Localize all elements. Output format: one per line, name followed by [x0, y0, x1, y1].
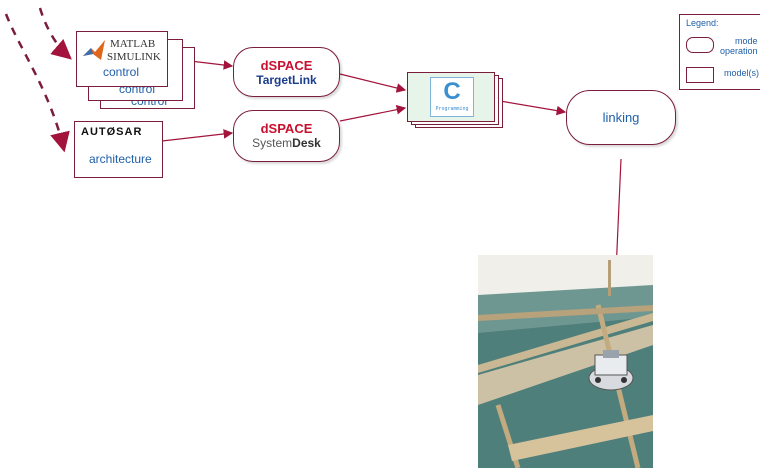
legend-operation-label: mode operation	[720, 36, 758, 56]
arrow-autosar-to-systemdesk	[161, 129, 234, 142]
dashed-arrow-1	[4, 13, 70, 153]
c-caption: Programming	[435, 106, 469, 112]
legend-operation-shape	[686, 37, 714, 53]
control-label: control	[103, 65, 140, 79]
systemdesk-product-a: System	[252, 136, 293, 150]
systemdesk-brand: dSPACE	[260, 121, 313, 136]
simulink-control-doc[interactable]: MATLAB SIMULINK control	[76, 31, 168, 87]
arrow-c-to-linking	[499, 100, 567, 116]
architecture-label: architecture	[89, 152, 152, 166]
legend-box: Legend: mode operation model(s)	[679, 14, 760, 90]
c-letter: C	[443, 78, 461, 105]
linking-label: linking	[602, 110, 640, 125]
arrow-systemdesk-to-c	[339, 104, 407, 122]
matlab-label: MATLAB	[110, 38, 156, 50]
autosar-architecture-doc[interactable]: AUTØSAR architecture	[74, 121, 163, 178]
legend-model-shape	[686, 67, 714, 83]
autosar-logo: AUTØSAR	[81, 126, 143, 138]
targetlink-operation[interactable]: dSPACE TargetLink	[233, 47, 340, 97]
arrow-targetlink-to-c	[339, 73, 407, 93]
targetlink-product: TargetLink	[256, 73, 317, 87]
linking-operation[interactable]: linking	[566, 90, 676, 145]
legend-title: Legend:	[686, 18, 719, 28]
matlab-logo-icon	[83, 40, 105, 60]
legend-model-label: model(s)	[724, 68, 760, 78]
robot-icon	[588, 350, 634, 391]
systemdesk-product-b: Desk	[292, 136, 321, 150]
dashed-arrow-2	[38, 7, 72, 60]
simulink-label: SIMULINK	[107, 51, 161, 63]
c-programming-badge: C Programming	[430, 77, 474, 117]
c-code-doc[interactable]: C Programming	[407, 72, 495, 122]
robot-arena-photo	[478, 255, 653, 468]
systemdesk-operation[interactable]: dSPACE SystemDesk	[233, 110, 340, 162]
targetlink-brand: dSPACE	[260, 58, 313, 73]
